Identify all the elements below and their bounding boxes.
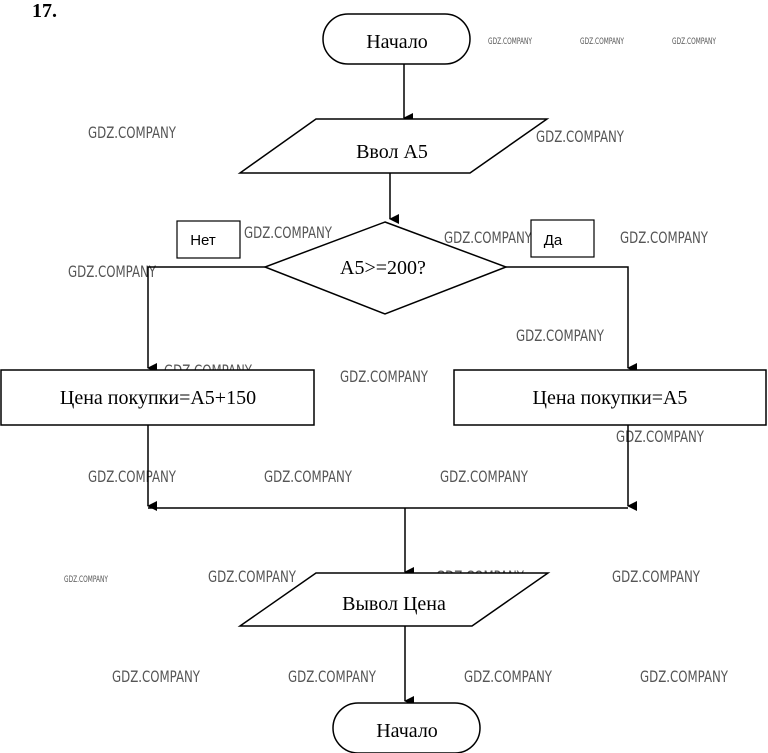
output-label: Вывол Цена	[342, 593, 446, 615]
watermark-text: GDZ.COMPANY	[580, 37, 624, 47]
watermark-layer: GDZ.COMPANY GDZ.COMPANY GDZ.COMPANY GDZ.COM…	[64, 37, 728, 686]
end-terminator: Начало	[332, 702, 481, 753]
connector-yes-branch	[506, 266, 637, 373]
watermark-text: GDZ.COMPANY	[616, 427, 704, 446]
process-no-block: Цена покупки=А5+150	[0, 369, 315, 426]
watermark-text: GDZ.COMPANY	[672, 37, 716, 47]
watermark-text: GDZ.COMPANY	[340, 367, 428, 386]
watermark-text: GDZ.COMPANY	[88, 467, 176, 486]
output-block: Вывол Цена	[237, 572, 551, 627]
watermark-text: GDZ.COMPANY	[612, 567, 700, 586]
watermark-text: GDZ.COMPANY	[64, 575, 108, 585]
start-terminator: Начало	[322, 13, 471, 65]
process-no-label: Цена покупки=А5+150	[60, 387, 256, 409]
watermark-text: GDZ.COMPANY	[444, 228, 532, 247]
yes-label-frame	[530, 219, 595, 258]
watermark-text: GDZ.COMPANY	[244, 223, 332, 242]
watermark-text: GDZ.COMPANY	[516, 326, 604, 345]
watermark-text: GDZ.COMPANY	[488, 37, 532, 47]
end-shape	[332, 702, 481, 753]
start-label: Начало	[366, 31, 428, 53]
decision-label: A5>=200?	[340, 257, 426, 279]
input-block: Ввол А5	[237, 118, 550, 174]
watermark-text: GDZ.COMPANY	[112, 667, 200, 686]
watermark-text: GDZ.COMPANY	[288, 667, 376, 686]
watermark-text: GDZ.COMPANY	[620, 228, 708, 247]
process-yes-label: Цена покупки=А5	[533, 387, 688, 409]
watermark-text: GDZ.COMPANY	[464, 667, 552, 686]
yes-label-text: Да	[544, 232, 563, 249]
watermark-text: GDZ.COMPANY	[640, 667, 728, 686]
no-label-text: Нет	[190, 232, 216, 249]
decision-block: A5>=200?	[262, 221, 509, 315]
process-no-shape	[0, 369, 315, 426]
watermark-text: GDZ.COMPANY	[68, 262, 156, 281]
process-yes-block: Цена покупки=А5	[453, 369, 767, 426]
branch-no-label-box: Нет	[176, 220, 241, 259]
connector-no-branch	[147, 266, 265, 373]
watermark-text: GDZ.COMPANY	[208, 567, 296, 586]
end-label: Начало	[376, 720, 438, 742]
decision-shape	[262, 221, 509, 315]
no-label-frame	[176, 220, 241, 259]
watermark-text: GDZ.COMPANY	[440, 467, 528, 486]
output-shape	[237, 572, 551, 627]
input-label: Ввол А5	[356, 141, 428, 163]
start-shape	[322, 13, 471, 65]
problem-number: 17.	[32, 0, 57, 22]
watermark-text: GDZ.COMPANY	[264, 467, 352, 486]
watermark-text: GDZ.COMPANY	[536, 127, 624, 146]
process-yes-shape	[453, 369, 767, 426]
input-shape	[237, 118, 550, 174]
watermark-text: GDZ.COMPANY	[88, 123, 176, 142]
branch-yes-label-box: Да	[530, 219, 595, 258]
